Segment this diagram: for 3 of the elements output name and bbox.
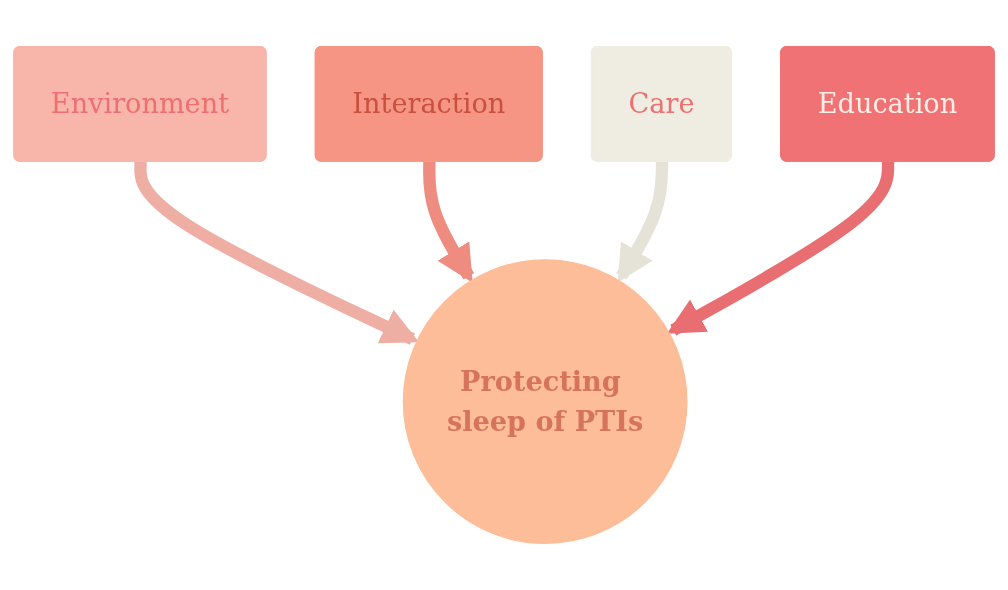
node-circle: Protecting sleep of PTIs: [402, 259, 688, 545]
arrow: [616, 161, 669, 283]
arrow: [423, 161, 475, 283]
